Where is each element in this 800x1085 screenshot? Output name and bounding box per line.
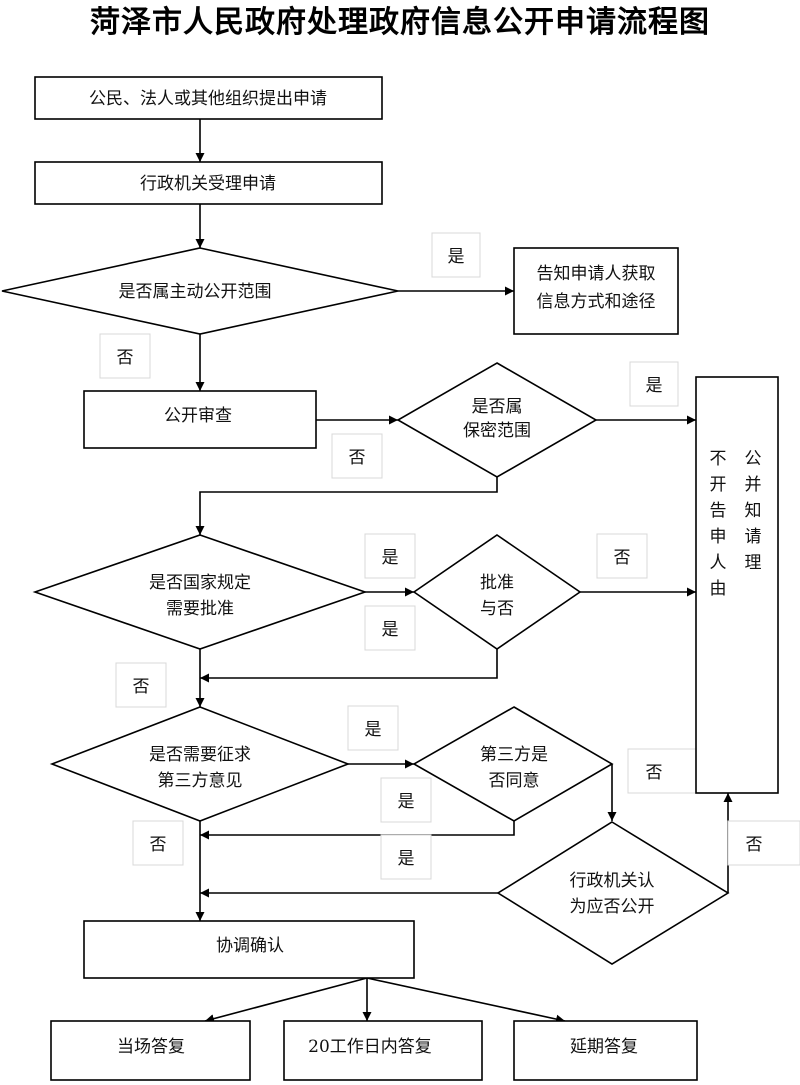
arrow-confirm-to-spot [204,977,368,1024]
svg-text:否: 否 [646,763,663,783]
node-q-active: 是否属主动公开范围 [1,247,399,335]
svg-text:不: 不 [710,449,727,469]
svg-text:当场答复: 当场答复 [117,1037,185,1057]
node-refuse: 不 开 告 申 人 由 公 并 知 请 理 [695,376,779,794]
label-yes-q-approval-upper: 是 [364,533,416,579]
svg-text:保密范围: 保密范围 [463,421,531,441]
svg-text:是: 是 [398,792,415,812]
svg-text:告: 告 [710,501,727,521]
node-q-third-agree: 第三方是 否同意 [412,706,614,822]
label-no-q-agency: 否 [727,820,800,866]
node-accept: 行政机关受理申请 [34,161,383,205]
refuse-col1: 不 开 告 申 人 由 [710,449,727,599]
node-out-20days: 20工作日内答复 [283,1020,483,1081]
svg-text:公开审查: 公开审查 [164,406,232,426]
label-no-q-third-agree: 否 [627,748,697,794]
svg-text:是: 是 [382,620,399,640]
node-q-secret: 是否属 保密范围 [396,362,598,478]
label-yes-q-third: 是 [347,705,399,751]
svg-text:知: 知 [745,501,762,521]
svg-text:否: 否 [349,448,366,468]
svg-text:第三方意见: 第三方意见 [158,771,243,791]
svg-text:批准: 批准 [480,573,514,593]
svg-text:是: 是 [365,720,382,740]
arrow-q-third-agree-yes [200,821,515,840]
label-yes-q-approved: 是 [364,605,416,651]
svg-text:公: 公 [745,449,762,469]
label-yes-q-agency: 是 [380,834,432,880]
label-no-q-approved: 否 [596,533,648,579]
svg-text:行政机关认: 行政机关认 [570,871,655,891]
node-q-third: 是否需要征求 第三方意见 [49,706,351,822]
svg-text:理: 理 [745,553,762,573]
svg-text:延期答复: 延期答复 [570,1037,638,1057]
branch-labels: 是 否 是 否 是 是 否 否 [99,232,800,880]
svg-text:公民、法人或其他组织提出申请: 公民、法人或其他组织提出申请 [89,89,327,109]
svg-text:否同意: 否同意 [489,771,540,791]
arrow-q-approved-yes [200,649,498,683]
arrow-confirm-to-delay [366,977,566,1024]
svg-text:需要批准: 需要批准 [166,599,234,619]
page-title: 菏泽市人民政府处理政府信息公开申请流程图 [90,5,710,40]
label-yes-q-active: 是 [431,232,481,278]
node-out-delay: 延期答复 [513,1020,698,1081]
node-review: 公开审查 [83,390,317,449]
node-q-approval: 是否国家规定 需要批准 [32,534,368,650]
svg-text:信息方式和途径: 信息方式和途径 [537,292,656,312]
label-no-q-secret: 否 [331,433,383,479]
svg-text:为应否公开: 为应否公开 [570,897,655,917]
node-q-agency: 行政机关认 为应否公开 [496,821,730,965]
svg-text:协调确认: 协调确认 [216,936,284,956]
label-no-q-active: 否 [99,333,151,379]
svg-text:是否国家规定: 是否国家规定 [149,573,251,593]
node-confirm: 协调确认 [83,920,415,979]
svg-text:行政机关受理申请: 行政机关受理申请 [140,174,276,194]
svg-text:开: 开 [710,475,727,495]
svg-text:是否需要征求: 是否需要征求 [149,745,251,765]
svg-text:是: 是 [398,849,415,869]
svg-text:由: 由 [710,579,727,599]
svg-text:并: 并 [745,475,762,495]
svg-text:否: 否 [614,548,631,568]
node-q-approved: 批准 与否 [412,534,582,650]
svg-text:申: 申 [710,527,727,547]
svg-text:告知申请人获取: 告知申请人获取 [537,264,656,284]
svg-text:是: 是 [448,247,465,267]
svg-text:20工作日内答复: 20工作日内答复 [308,1037,432,1057]
node-submit: 公民、法人或其他组织提出申请 [34,76,383,120]
label-no-q-approval: 否 [115,662,167,708]
refuse-col2: 公 并 知 请 理 [745,449,762,573]
svg-text:是否属主动公开范围: 是否属主动公开范围 [119,282,272,302]
svg-text:人: 人 [710,553,727,573]
node-inform-method: 告知申请人获取 信息方式和途径 [513,247,679,335]
svg-text:是否属: 是否属 [472,397,523,417]
connectors [195,119,733,1024]
arrow-q-secret-no [195,477,498,535]
svg-text:否: 否 [150,835,167,855]
svg-text:第三方是: 第三方是 [480,745,548,765]
svg-text:是: 是 [382,548,399,568]
svg-text:否: 否 [746,835,763,855]
label-no-q-third: 否 [132,820,184,866]
label-yes-q-secret: 是 [629,361,679,407]
svg-text:否: 否 [117,348,134,368]
svg-text:与否: 与否 [480,599,514,619]
svg-text:否: 否 [133,677,150,697]
label-yes-q-third-agree: 是 [380,777,432,823]
svg-text:请: 请 [745,527,762,547]
svg-text:是: 是 [646,376,663,396]
node-out-spot: 当场答复 [50,1020,251,1081]
